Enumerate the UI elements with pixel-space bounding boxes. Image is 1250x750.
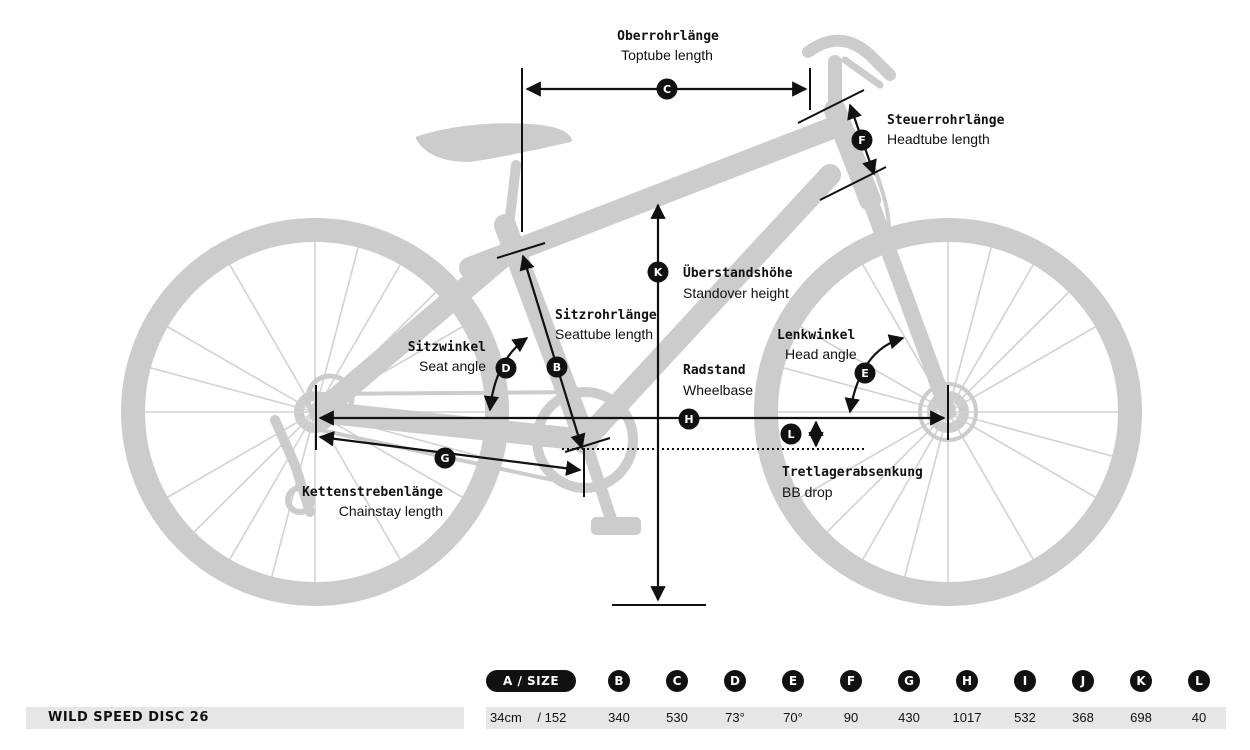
cell-i: 532 — [1014, 710, 1036, 725]
label-k-de: Überstandshöhe — [683, 265, 793, 281]
cell-size-cm: 34cm — [490, 710, 522, 725]
cell-c: 530 — [666, 710, 688, 725]
badge-e: E — [854, 362, 876, 384]
svg-text:B: B — [553, 361, 561, 374]
header-k: K — [1130, 670, 1152, 692]
label-g-en: Chainstay length — [339, 503, 443, 519]
badge-f: F — [851, 129, 873, 151]
label-c-en: Toptube length — [621, 47, 713, 63]
label-b-en: Seattube length — [555, 326, 653, 342]
svg-text:C: C — [663, 83, 671, 96]
fork — [862, 192, 956, 420]
svg-text:E: E — [861, 367, 869, 380]
cell-k: 698 — [1130, 710, 1152, 725]
label-d-en: Seat angle — [419, 358, 486, 374]
badge-b: B — [546, 356, 568, 378]
header-b: B — [608, 670, 630, 692]
badge-d: D — [495, 357, 517, 379]
cell-f: 90 — [843, 710, 859, 725]
badge-h: H — [678, 408, 700, 430]
svg-text:F: F — [858, 134, 866, 147]
header-i: I — [1014, 670, 1036, 692]
header-f: F — [840, 670, 862, 692]
label-l-en: BB drop — [782, 484, 833, 500]
badge-c: C — [656, 78, 678, 100]
label-e-en: Head angle — [785, 346, 857, 362]
svg-text:L: L — [787, 428, 794, 441]
cell-size: 34cm / 152 — [490, 707, 582, 729]
svg-text:K: K — [654, 266, 663, 279]
label-c-de: Oberrohrlänge — [617, 29, 719, 44]
header-d: D — [724, 670, 746, 692]
cell-d: 73° — [725, 710, 745, 725]
svg-text:D: D — [501, 362, 510, 375]
header-l: L — [1188, 670, 1210, 692]
cell-g: 430 — [898, 710, 920, 725]
label-e-de: Lenkwinkel — [777, 328, 855, 343]
bike-geometry-diagram: C F K B D E H L G Oberrohrlänge Toptube … — [121, 29, 1142, 606]
badge-k: K — [647, 261, 669, 283]
cell-l: 40 — [1191, 710, 1207, 725]
header-g: G — [898, 670, 920, 692]
label-k-en: Standover height — [683, 285, 789, 301]
header-h: H — [956, 670, 978, 692]
row-values-bg — [486, 707, 1226, 729]
model-name: WILD SPEED DISC 26 — [48, 710, 209, 725]
cell-j: 368 — [1072, 710, 1094, 725]
badge-g: G — [434, 447, 456, 469]
label-h-de: Radstand — [683, 363, 746, 378]
cell-size-sep: / 152 — [537, 710, 567, 725]
svg-text:H: H — [684, 413, 693, 426]
header-size: A / SIZE — [486, 670, 576, 692]
label-f-en: Headtube length — [887, 131, 990, 147]
header-j: J — [1072, 670, 1094, 692]
label-h-en: Wheelbase — [683, 382, 753, 398]
label-d-de: Sitzwinkel — [408, 340, 486, 355]
saddle — [416, 123, 572, 162]
cell-b: 340 — [608, 710, 630, 725]
badge-l: L — [780, 423, 802, 445]
label-l-de: Tretlagerabsenkung — [782, 465, 923, 480]
cell-h: 1017 — [952, 710, 982, 725]
cell-e: 70° — [783, 710, 803, 725]
label-g-de: Kettenstrebenlänge — [302, 485, 443, 500]
header-e: E — [782, 670, 804, 692]
label-f-de: Steuerrohrlänge — [887, 113, 1005, 128]
header-c: C — [666, 670, 688, 692]
svg-text:G: G — [440, 452, 449, 465]
label-b-de: Sitzrohrlänge — [555, 308, 657, 323]
row-model-bg — [26, 707, 464, 729]
